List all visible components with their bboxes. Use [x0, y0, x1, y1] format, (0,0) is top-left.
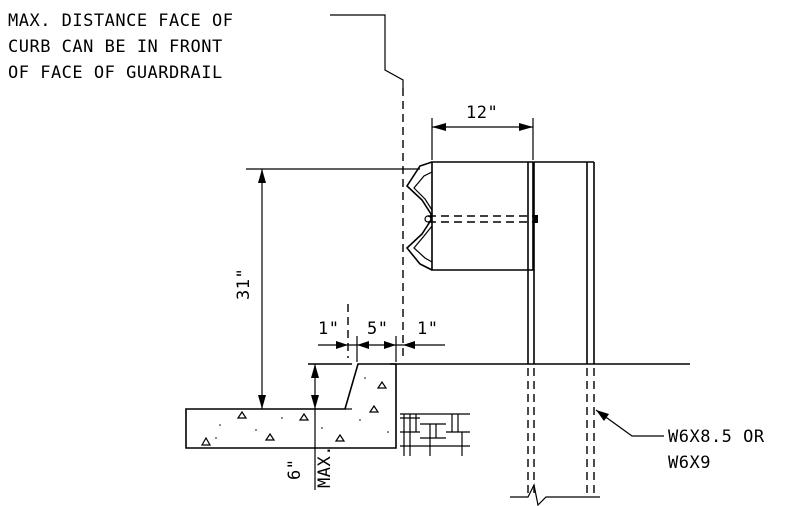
guardrail-w-beam [405, 161, 538, 271]
dim-5-label: 5" [367, 319, 388, 339]
note-line-2: CURB CAN BE IN FRONT [8, 37, 223, 57]
note-line-1: MAX. DISTANCE FACE OF [8, 11, 233, 31]
dim-6-label: 6" [285, 459, 305, 480]
dim-curb-offsets [318, 304, 445, 362]
post-callout-leader [595, 409, 664, 437]
dim-31-inch [246, 168, 420, 409]
dim-12-inch [431, 118, 534, 160]
dim-1-right-label: 1" [417, 319, 438, 339]
post-label-line-1: W6X8.5 OR [668, 427, 765, 447]
concrete-curb [185, 363, 397, 449]
dim-6-qualifier: MAX. [315, 445, 335, 488]
dim-12-label: 12" [466, 103, 498, 123]
pavement-hatch [400, 413, 470, 456]
post-label-line-2: W6X9 [668, 453, 711, 473]
note-leader-line [330, 14, 404, 88]
note-line-3: OF FACE OF GUARDRAIL [8, 63, 223, 83]
dim-6-inch-max [311, 364, 319, 490]
steel-post [510, 161, 600, 506]
dim-1-left-label: 1" [318, 319, 339, 339]
dim-31-label: 31" [234, 268, 254, 300]
